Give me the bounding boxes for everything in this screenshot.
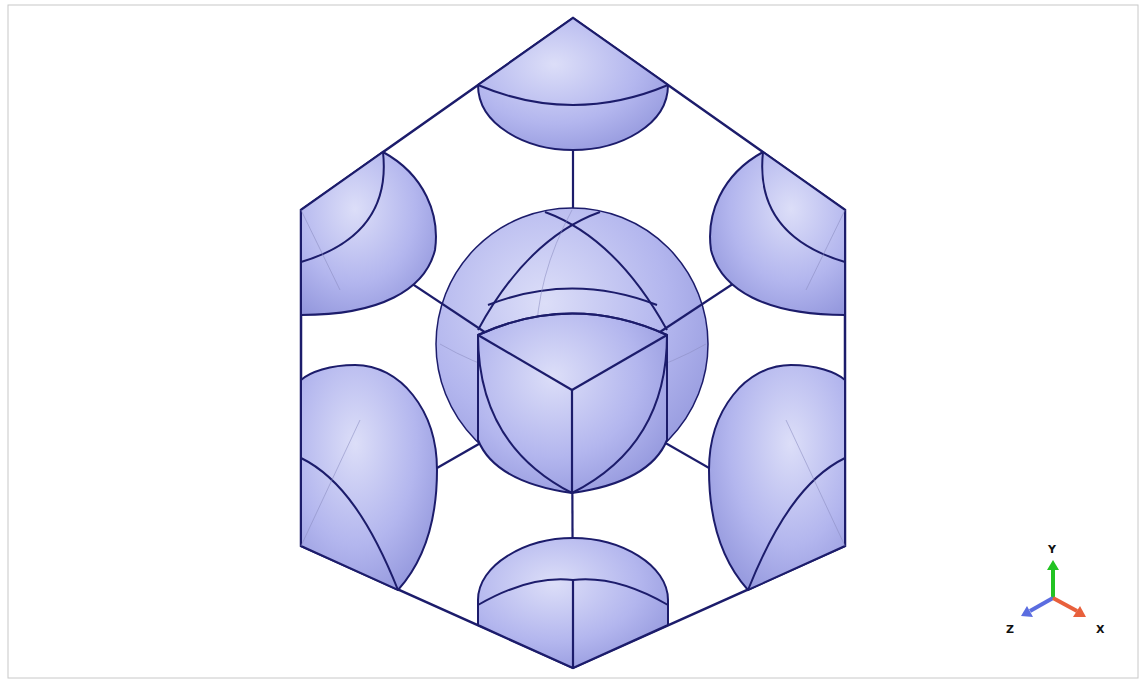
- image-border: [8, 5, 1138, 678]
- cube-edge: [572, 580, 574, 668]
- axis-label: X: [1096, 624, 1104, 635]
- atom-face: [478, 314, 667, 336]
- sphere-arc: [488, 289, 657, 306]
- cube-edge: [478, 335, 572, 390]
- cube-edge: [572, 335, 667, 390]
- atom-face: [478, 85, 668, 105]
- cube-edge: [572, 390, 573, 668]
- axis-label: Y: [1048, 544, 1056, 555]
- corner-atom: [710, 152, 845, 315]
- corner-atom: [709, 365, 845, 590]
- atom-face: [478, 335, 572, 493]
- cell-outline: [301, 18, 845, 668]
- z-axis-head: [1021, 606, 1033, 617]
- sphere-arc: [545, 212, 667, 330]
- x-axis-arrow: [1053, 598, 1077, 611]
- y-axis-head: [1047, 560, 1059, 570]
- corner-atom: [301, 152, 436, 315]
- x-axis-head: [1073, 606, 1086, 617]
- z-axis-arrow: [1030, 598, 1053, 611]
- cube-edge: [571, 390, 573, 493]
- front-corner-atom: [478, 314, 667, 494]
- atom-face: [572, 335, 667, 493]
- y-axis-arrow: [1051, 568, 1055, 598]
- corner-atom: [478, 538, 668, 668]
- corner-atom: [301, 365, 437, 590]
- corner-atom: [478, 18, 668, 150]
- axis-label: Z: [1006, 624, 1014, 635]
